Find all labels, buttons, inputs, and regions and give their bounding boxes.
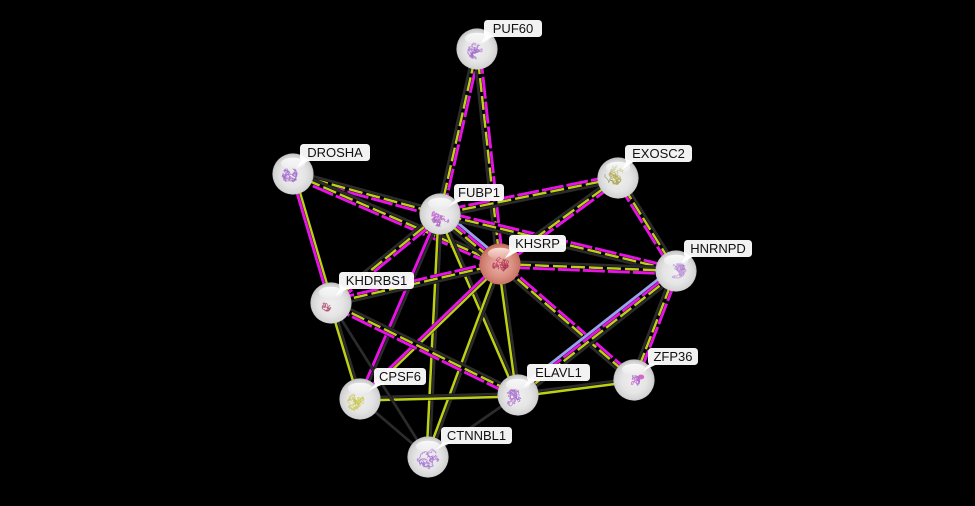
svg-text:KHSRP: KHSRP bbox=[515, 236, 560, 251]
svg-text:ELAVL1: ELAVL1 bbox=[535, 365, 582, 380]
svg-text:CTNNBL1: CTNNBL1 bbox=[447, 428, 506, 443]
svg-text:EXOSC2: EXOSC2 bbox=[632, 146, 685, 161]
svg-text:CPSF6: CPSF6 bbox=[379, 369, 421, 384]
svg-text:HNRNPD: HNRNPD bbox=[690, 241, 746, 256]
svg-text:FUBP1: FUBP1 bbox=[458, 185, 500, 200]
svg-text:ZFP36: ZFP36 bbox=[653, 349, 692, 364]
svg-text:DROSHA: DROSHA bbox=[307, 145, 363, 160]
svg-text:KHDRBS1: KHDRBS1 bbox=[346, 273, 407, 288]
svg-text:PUF60: PUF60 bbox=[493, 21, 533, 36]
